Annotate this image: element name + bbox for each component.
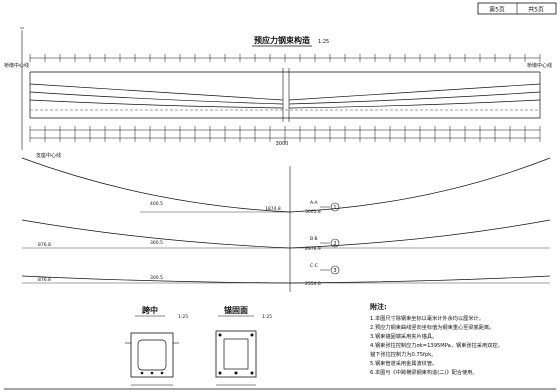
notes-block: 附注: 1.本图尺寸除钢束坐标以毫米计外余均以厘米计。2.预应力钢束曲线竖向坐标… bbox=[370, 302, 503, 376]
svg-text:400.5: 400.5 bbox=[150, 201, 163, 207]
note-line: 5.钢束管道采用金属波纹管。 bbox=[370, 359, 437, 367]
svg-text:876.8: 876.8 bbox=[38, 242, 51, 248]
tendon-profile-2: 876.8 2976.9 360.5 B-B 2 bbox=[21, 219, 551, 252]
span-total-label: 3000 bbox=[276, 141, 289, 147]
drawing-title-scale: 1:25 bbox=[318, 39, 329, 45]
left-pier-label: 桥墩中心线 bbox=[4, 62, 29, 69]
svg-text:A-A: A-A bbox=[310, 200, 319, 206]
note-line: 1.本图尺寸除钢束坐标以毫米计外余均以厘米计。 bbox=[370, 314, 484, 322]
title-block: 第5页 共5页 bbox=[477, 2, 557, 15]
svg-text:2: 2 bbox=[333, 241, 336, 247]
top-dimension-row bbox=[29, 54, 541, 62]
tendon-profile-3: 876.8 2554.6 300.5 C-C 3 bbox=[21, 263, 551, 287]
svg-text:2554.6: 2554.6 bbox=[305, 281, 321, 287]
svg-text:锚固面: 锚固面 bbox=[224, 305, 248, 315]
svg-text:C-C: C-C bbox=[310, 263, 318, 269]
note-line: 锚下张拉控制力为0.75fpk。 bbox=[370, 350, 436, 358]
bottom-dimension-row bbox=[29, 126, 541, 142]
svg-text:876.8: 876.8 bbox=[38, 277, 51, 283]
note-line: 6.本图与《中跨横梁钢束构造(二)》配合使用。 bbox=[370, 368, 478, 376]
svg-text:3: 3 bbox=[333, 268, 336, 274]
section-anchorage: 锚固面 1:25 bbox=[215, 305, 272, 386]
svg-text:1:25: 1:25 bbox=[178, 314, 188, 320]
beam-elevation bbox=[29, 68, 541, 122]
svg-text:跨中: 跨中 bbox=[142, 305, 158, 315]
tendon-marker-1 bbox=[330, 202, 340, 212]
svg-text:1874.8: 1874.8 bbox=[265, 206, 281, 212]
svg-text:1: 1 bbox=[333, 205, 336, 211]
svg-text:360.5: 360.5 bbox=[150, 240, 163, 246]
section-midspan: 跨中 1:25 bbox=[125, 305, 188, 386]
notes-heading: 附注: bbox=[370, 302, 387, 311]
sheet-label: 第5页 bbox=[489, 6, 505, 14]
svg-text:2976.9: 2976.9 bbox=[305, 246, 321, 252]
svg-text:3001.8: 3001.8 bbox=[305, 209, 321, 215]
right-pier-label: 桥墩中心线 bbox=[527, 62, 552, 69]
note-line: 2.预应力钢束曲线竖向坐标值为钢束重心至梁底距离。 bbox=[370, 323, 494, 331]
support-center-label: 支座中心线 bbox=[36, 152, 61, 159]
tendon-marker-3 bbox=[330, 265, 340, 275]
total-label: 共5页 bbox=[528, 6, 544, 14]
svg-text:1:25: 1:25 bbox=[262, 314, 272, 320]
tendon-marker-2 bbox=[330, 238, 340, 248]
tendon-profile-1: 1874.8 3001.8 400.5 A-A 1 bbox=[21, 157, 551, 215]
svg-text:300.5: 300.5 bbox=[150, 275, 163, 281]
note-line: 3.钢束锚固端采用夹片锚具。 bbox=[370, 332, 437, 340]
drawing-title: 预应力钢束构造 bbox=[254, 35, 310, 45]
note-line: 4.钢束张拉控制应力σk=1395MPa，钢束张拉采用双控。 bbox=[370, 341, 503, 349]
svg-text:B-B: B-B bbox=[310, 236, 318, 242]
